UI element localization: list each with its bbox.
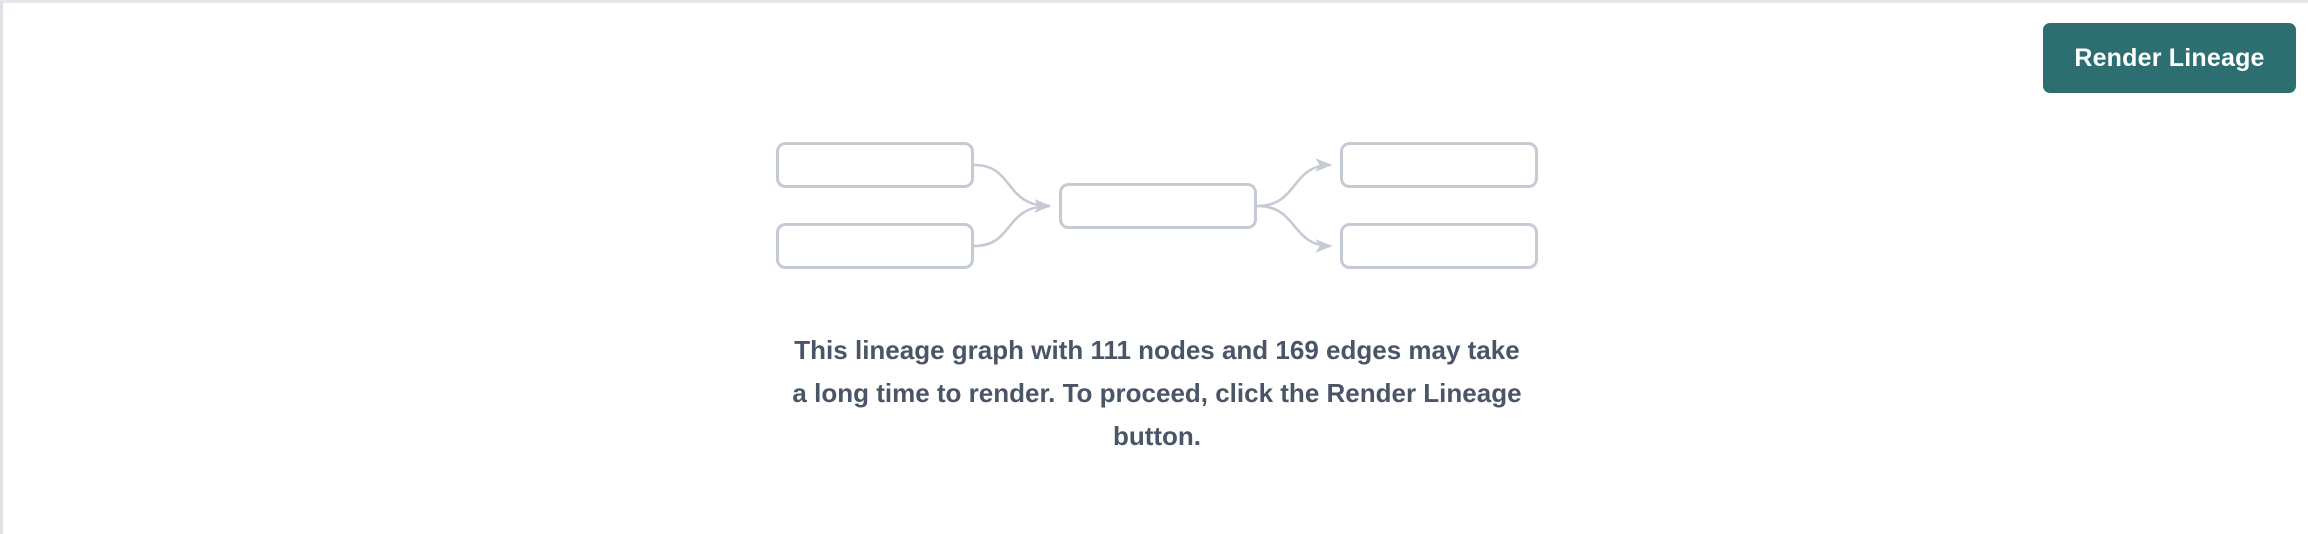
edge-source2-to-center [973,199,1052,248]
lineage-node-center [1059,183,1257,229]
lineage-node-source-1 [776,142,974,188]
edge-source1-to-center [973,163,1052,213]
lineage-node-source-2 [776,223,974,269]
render-lineage-button[interactable]: Render Lineage [2043,23,2296,93]
edge-center-to-target1 [1256,158,1333,208]
edge-center-to-target2 [1256,204,1333,253]
lineage-edges [973,158,1333,253]
message-line-2: a long time to render. To proceed, click… [792,378,1522,408]
lineage-node-target-2 [1340,223,1538,269]
message-line-1: This lineage graph with 111 nodes and 16… [794,335,1520,365]
lineage-warning-message: This lineage graph with 111 nodes and 16… [757,329,1557,458]
message-line-3: button. [1112,421,1202,451]
lineage-nodes [776,142,1538,269]
lineage-node-target-1 [1340,142,1538,188]
